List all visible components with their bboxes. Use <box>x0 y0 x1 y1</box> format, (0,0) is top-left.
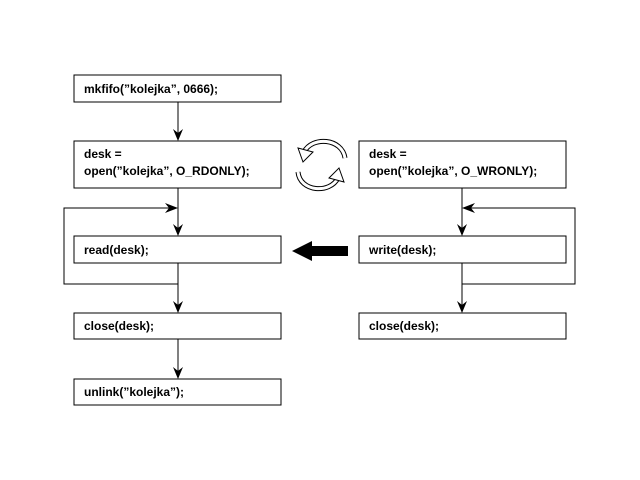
circular-arrows-icon <box>295 138 348 192</box>
writer-close-label: close(desk); <box>369 319 439 333</box>
thick-left-arrow-icon <box>292 241 348 261</box>
reader-close-label: close(desk); <box>84 319 154 333</box>
read-label: read(desk); <box>84 243 149 257</box>
arrow-down-icon <box>457 301 467 313</box>
arrow-right-icon <box>165 203 178 213</box>
write-loop-line <box>462 207 576 285</box>
arrow-left-icon <box>462 203 475 213</box>
mkfifo-label: mkfifo(”kolejka”, 0666); <box>84 82 218 96</box>
reader-open-line1: desk = <box>84 147 122 161</box>
reader-column: mkfifo(”kolejka”, 0666); desk = open(”ko… <box>63 74 282 406</box>
arrow-down-icon <box>173 367 183 379</box>
unlink-label: unlink(”kolejka”); <box>84 385 184 399</box>
write-label: write(desk); <box>368 243 436 257</box>
arrow-down-icon <box>457 224 467 236</box>
writer-open-box <box>358 140 567 189</box>
writer-open-line2: open(”kolejka”, O_WRONLY); <box>369 164 537 178</box>
reader-open-box <box>73 140 282 189</box>
read-box <box>73 235 282 264</box>
read-loop-line <box>63 207 178 285</box>
write-box <box>358 235 567 264</box>
writer-column: desk = open(”kolejka”, O_WRONLY); write(… <box>358 140 576 340</box>
mkfifo-box <box>73 74 282 103</box>
arrow-down-icon <box>173 129 183 141</box>
arrow-down-icon <box>173 301 183 313</box>
reader-open-line2: open(”kolejka”, O_RDONLY); <box>84 164 250 178</box>
writer-close-box <box>358 312 567 340</box>
writer-open-line1: desk = <box>369 147 407 161</box>
unlink-box <box>73 378 282 406</box>
arrow-down-icon <box>173 224 183 236</box>
reader-close-box <box>73 312 282 340</box>
